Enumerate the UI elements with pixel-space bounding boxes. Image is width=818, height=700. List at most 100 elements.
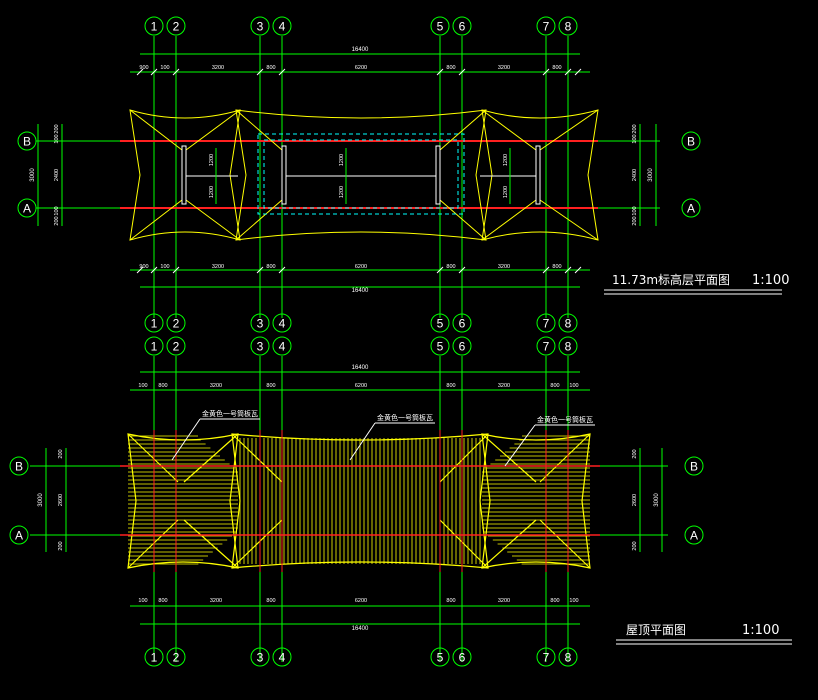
- plan2-dim-top-2: 3200: [210, 383, 222, 389]
- plan1-col-bubble-top-1-circle: [144, 16, 164, 36]
- plan1-hip-line-4: [539, 109, 599, 151]
- plan2-dim-bottom-1: 800: [158, 598, 167, 604]
- plan1-col-bubble-bottom-4-label: 4: [279, 317, 286, 331]
- plan1-col-bubble-bottom-1-label: 1: [151, 317, 158, 331]
- plan2-right-dim-0: 200: [632, 449, 638, 458]
- plan1-row-bubble-right-B-label: B: [687, 135, 695, 149]
- plan2-hip-line-5: [539, 519, 591, 569]
- plan1-tick-top-8: [564, 68, 572, 76]
- plan2-right-dim-2: 200: [632, 541, 638, 550]
- plan1-tick-top-9: [574, 68, 582, 76]
- plan2-hip-line-6: [481, 433, 537, 483]
- plan1-dim-top-7: 800: [552, 65, 561, 71]
- plan2-col-bubble-bottom-1-circle: [144, 647, 164, 667]
- plan1-hip-line-11: [439, 199, 487, 241]
- plan1-col-bubble-top-2-circle: [166, 16, 186, 36]
- plan2-dim-top-4: 6200: [355, 383, 367, 389]
- plan1-dim-top-6: 3200: [498, 65, 510, 71]
- plan1-left-dim-1: 100: [54, 134, 60, 143]
- plan2-col-bubble-bottom-2-circle: [166, 647, 186, 667]
- plan1-col-bubble-top-3-label: 3: [257, 20, 264, 34]
- plan1-col-bubble-bottom-1-circle: [144, 313, 164, 333]
- plan2-left-dim-0: 200: [58, 449, 64, 458]
- plan1-hip-line-3: [185, 199, 241, 241]
- plan1-overall-dim-bottom-text: 16400: [352, 288, 369, 294]
- plan2-dim-top-8: 100: [569, 383, 578, 389]
- plan1-col-bubble-top-1-label: 1: [151, 20, 158, 34]
- plan2-col-bubble-top-8-circle: [558, 336, 578, 356]
- plan2-dim-top-6: 3200: [498, 383, 510, 389]
- plan1-right-dim-4: 200: [632, 216, 638, 225]
- plan2-col-bubble-bottom-1-label: 1: [151, 651, 158, 665]
- plan2-col-bubble-top-2-label: 2: [173, 340, 180, 354]
- plan2-row-bubble-left-B-label: B: [15, 460, 23, 474]
- plan1-row-bubble-right-B-circle: [681, 131, 701, 151]
- plan2-annotation-1: 金黄色一号筒板瓦: [377, 413, 433, 422]
- plan1-hip-line-7: [481, 199, 537, 241]
- plan2-title: 屋顶平面图: [626, 623, 686, 637]
- plan2-col-bubble-top-1-label: 1: [151, 340, 158, 354]
- plan1-inner_dims_left-1: 1200: [209, 186, 215, 198]
- plan2-row-bubble-right-B-label: B: [690, 460, 698, 474]
- plan2-annotation-leader-0: [171, 418, 201, 461]
- plan1-post-2: [435, 145, 441, 205]
- plan2-col-bubble-top-6-label: 6: [459, 340, 466, 354]
- plan2-col-bubble-bottom-7-circle: [536, 647, 556, 667]
- plan2-col-bubble-top-6-circle: [452, 336, 472, 356]
- plan1-col-bubble-bottom-2-circle: [166, 313, 186, 333]
- plan2-col-bubble-top-7-circle: [536, 336, 556, 356]
- plan1-col-bubble-bottom-8-label: 8: [565, 317, 572, 331]
- plan1-roof-bay-left: [129, 109, 241, 241]
- plan1-tick-top-6: [458, 68, 466, 76]
- plan1-hip-line-0: [129, 109, 183, 151]
- plan1-tick-bottom-8: [564, 266, 572, 274]
- plan2-hip-line-10: [439, 433, 489, 483]
- plan1-dim-bottom-0: 900: [139, 264, 148, 270]
- plan2-row-bubble-left-A-label: A: [15, 529, 23, 543]
- plan1-tick-top-3: [256, 68, 264, 76]
- plan1-roof-bay-middle: [235, 109, 487, 241]
- plan1-col-bubble-top-7-label: 7: [543, 20, 550, 34]
- plan1-col-bubble-bottom-2-label: 2: [173, 317, 180, 331]
- plan1-tick-bottom-0: [136, 266, 144, 274]
- plan1-dim-bottom-1: 100: [160, 264, 169, 270]
- plan2-col-bubble-bottom-4-circle: [272, 647, 292, 667]
- plan2-dim-bottom-2: 3200: [210, 598, 222, 604]
- plan1-col-bubble-top-8-label: 8: [565, 20, 572, 34]
- plan2-row-bubble-left-B-circle: [9, 456, 29, 476]
- plan1-hip-line-9: [235, 199, 283, 241]
- plan2-overall-dim-bottom-text: 16400: [352, 626, 369, 632]
- plan2-dim-top-3: 800: [266, 383, 275, 389]
- plan1-tick-top-2: [172, 68, 180, 76]
- plan2-hip-line-8: [231, 433, 283, 483]
- plan2-dim-top-1: 800: [158, 383, 167, 389]
- plan2-right-total: 3000: [654, 493, 660, 507]
- plan1-scale: 1:100: [752, 273, 789, 288]
- plan2-hip-line-4: [539, 433, 591, 483]
- plan1-dim-top-3: 800: [266, 65, 275, 71]
- plan1-col-bubble-top-6-label: 6: [459, 20, 466, 34]
- plan2-hip-line-3: [183, 519, 239, 569]
- plan2-hip-line-0: [127, 433, 179, 483]
- plan2-annotation-0: 金黄色一号筒板瓦: [202, 409, 258, 418]
- plan1-inner_dims_mid-1: 1200: [339, 186, 345, 198]
- plan1-right-dim-2: 2400: [632, 169, 638, 181]
- plan2-dim-bottom-8: 100: [569, 598, 578, 604]
- plan2-dim-bottom-5: 800: [446, 598, 455, 604]
- plan2-col-bubble-bottom-6-label: 6: [459, 651, 466, 665]
- plan1-dim-top-4: 6200: [355, 65, 367, 71]
- plan1-dim-bottom-3: 800: [266, 264, 275, 270]
- plan2-row-bubble-right-B-circle: [684, 456, 704, 476]
- plan1-left-dim-3: 100: [54, 206, 60, 215]
- plan1-post-1: [281, 145, 287, 205]
- plan1-title: 11.73m标高层平面图: [612, 272, 730, 287]
- plan1-tick-top-7: [542, 68, 550, 76]
- plan1-col-bubble-top-5-circle: [430, 16, 450, 36]
- plan2-col-bubble-top-5-label: 5: [437, 340, 444, 354]
- plan1-hip-line-6: [481, 109, 537, 151]
- plan1-tick-bottom-3: [256, 266, 264, 274]
- plan1-col-bubble-top-8-circle: [558, 16, 578, 36]
- plan2-annotation-leader-2: [504, 424, 536, 467]
- plan2-col-bubble-bottom-3-label: 3: [257, 651, 264, 665]
